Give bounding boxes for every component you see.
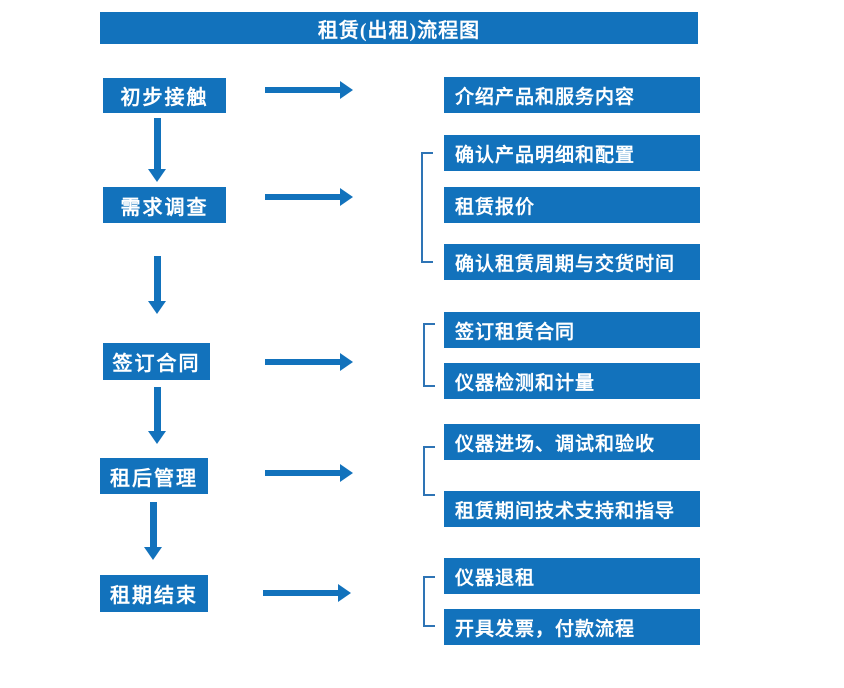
step-post-rental-management: 租后管理 [100, 458, 208, 494]
down-arrow-icon-2 [148, 256, 166, 314]
down-arrow-icon-3 [148, 387, 166, 444]
right-arrow-icon-2 [265, 188, 353, 206]
step-demand-survey: 需求调查 [103, 187, 226, 223]
substep-rental-quotation: 租赁报价 [444, 187, 700, 223]
step-rental-end: 租期结束 [100, 575, 208, 612]
step-sign-contract: 签订合同 [103, 343, 210, 380]
substep-instrument-return: 仪器退租 [444, 558, 700, 594]
substep-technical-support: 租赁期间技术支持和指导 [444, 491, 700, 527]
substep-confirm-period-delivery: 确认租赁周期与交货时间 [444, 244, 700, 280]
group-bracket-rental-end [423, 576, 435, 627]
substep-instrument-testing: 仪器检测和计量 [444, 363, 700, 399]
substep-confirm-product-details: 确认产品明细和配置 [444, 135, 700, 171]
right-arrow-icon-1 [265, 81, 353, 99]
group-bracket-sign-contract [423, 323, 435, 387]
right-arrow-icon-5 [263, 584, 351, 602]
group-bracket-demand-survey [421, 152, 433, 263]
down-arrow-icon-1 [148, 118, 166, 182]
down-arrow-icon-4 [144, 502, 162, 560]
right-arrow-icon-4 [265, 464, 353, 482]
group-bracket-post-rental [423, 446, 435, 496]
title-bar: 租赁(出租)流程图 [100, 12, 698, 44]
substep-introduce-products: 介绍产品和服务内容 [444, 77, 700, 113]
substep-sign-rental-contract: 签订租赁合同 [444, 312, 700, 348]
step-initial-contact: 初步接触 [103, 78, 226, 113]
right-arrow-icon-3 [265, 353, 353, 371]
substep-invoice-payment: 开具发票，付款流程 [444, 609, 700, 645]
page-title: 租赁(出租)流程图 [317, 19, 481, 42]
substep-instrument-setup: 仪器进场、调试和验收 [444, 424, 700, 460]
